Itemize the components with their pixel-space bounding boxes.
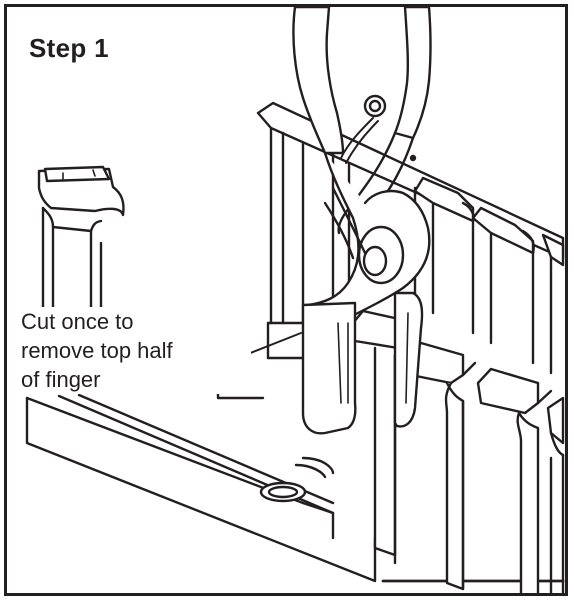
- finger-row-front: [351, 309, 565, 593]
- callout-line-3: of finger: [21, 367, 101, 392]
- slot-hole: [259, 481, 307, 503]
- step-title: Step 1: [29, 33, 109, 63]
- technical-illustration: [25, 7, 565, 593]
- callout-line-1: Cut once to: [21, 309, 134, 334]
- callout-text: Cut once to remove top half of finger: [21, 307, 251, 394]
- cutting-pliers: [292, 7, 432, 435]
- base-plate: [25, 321, 565, 583]
- finger-left: [37, 165, 125, 325]
- callout-line-2: remove top half: [21, 338, 173, 363]
- illustration-frame: Step 1 Cut once to remove top half of fi…: [4, 4, 568, 596]
